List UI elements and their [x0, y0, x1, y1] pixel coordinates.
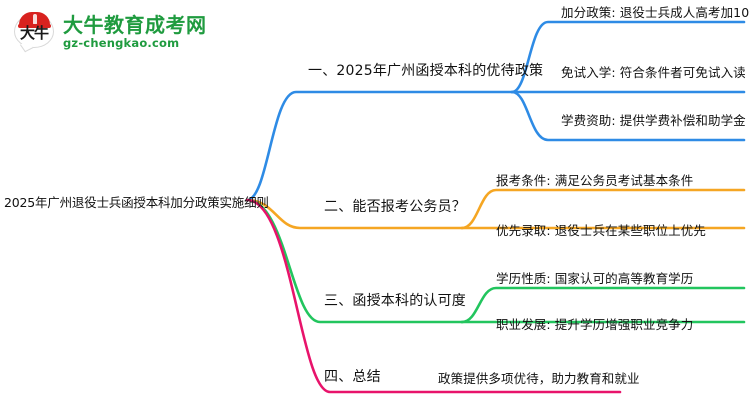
leaf-node-3-2-label[interactable]: 职业发展: 提升学历增强职业竞争力 [496, 317, 694, 332]
red-cap-shape [19, 12, 50, 27]
leaf-node-3-1-label[interactable]: 学历性质: 国家认可的高等教育学历 [496, 271, 694, 286]
logo-subtitle-url: gz-chengkao.com [63, 35, 180, 50]
leaf-node-4-1-label[interactable]: 政策提供多项优待，助力教育和就业 [438, 371, 640, 386]
connector-root-to-branch-4 [245, 198, 622, 394]
leaf-node-1-3-label[interactable]: 学费资助: 提供学费补偿和助学金 [561, 113, 746, 128]
site-logo: 大牛 大牛教育成考网 gz-chengkao.com [14, 10, 244, 54]
leaf-node-2-1-label[interactable]: 报考条件: 满足公务员考试基本条件 [496, 173, 694, 188]
root-node-label[interactable]: 2025年广州退役士兵函授本科加分政策实施细则 [4, 195, 269, 210]
leaf-node-1-2-label[interactable]: 免试入学: 符合条件者可免试入读 [561, 65, 746, 80]
logo-title: 大牛教育成考网 [63, 12, 207, 37]
connector-branch-1-to-leaf-3 [510, 90, 746, 142]
logo-mark-icon: 大牛 [14, 12, 56, 53]
logo-text-block: 大牛教育成考网 gz-chengkao.com [63, 15, 207, 50]
leaf-node-1-1-label[interactable]: 加分政策: 退役士兵成人高考加10分 [561, 5, 750, 20]
branch-node-2-label[interactable]: 二、能否报考公务员？ [324, 199, 466, 215]
connector-branch-1-to-leaf-1 [510, 20, 746, 94]
connector-branch-2-to-leaf-1 [460, 188, 746, 230]
logo-mark-label: 大牛 [19, 24, 49, 42]
leaf-node-2-2-label[interactable]: 优先录取: 退役士兵在某些职位上优先 [496, 223, 706, 238]
connector-root-to-branch-1 [245, 90, 514, 202]
red-cap-band [18, 24, 51, 28]
branch-node-3-label[interactable]: 三、函授本科的认可度 [324, 293, 466, 309]
branch-node-4-label[interactable]: 四、总结 [324, 369, 381, 385]
branch-node-1-label[interactable]: 一、2025年广州函授本科的优待政策 [308, 63, 544, 79]
